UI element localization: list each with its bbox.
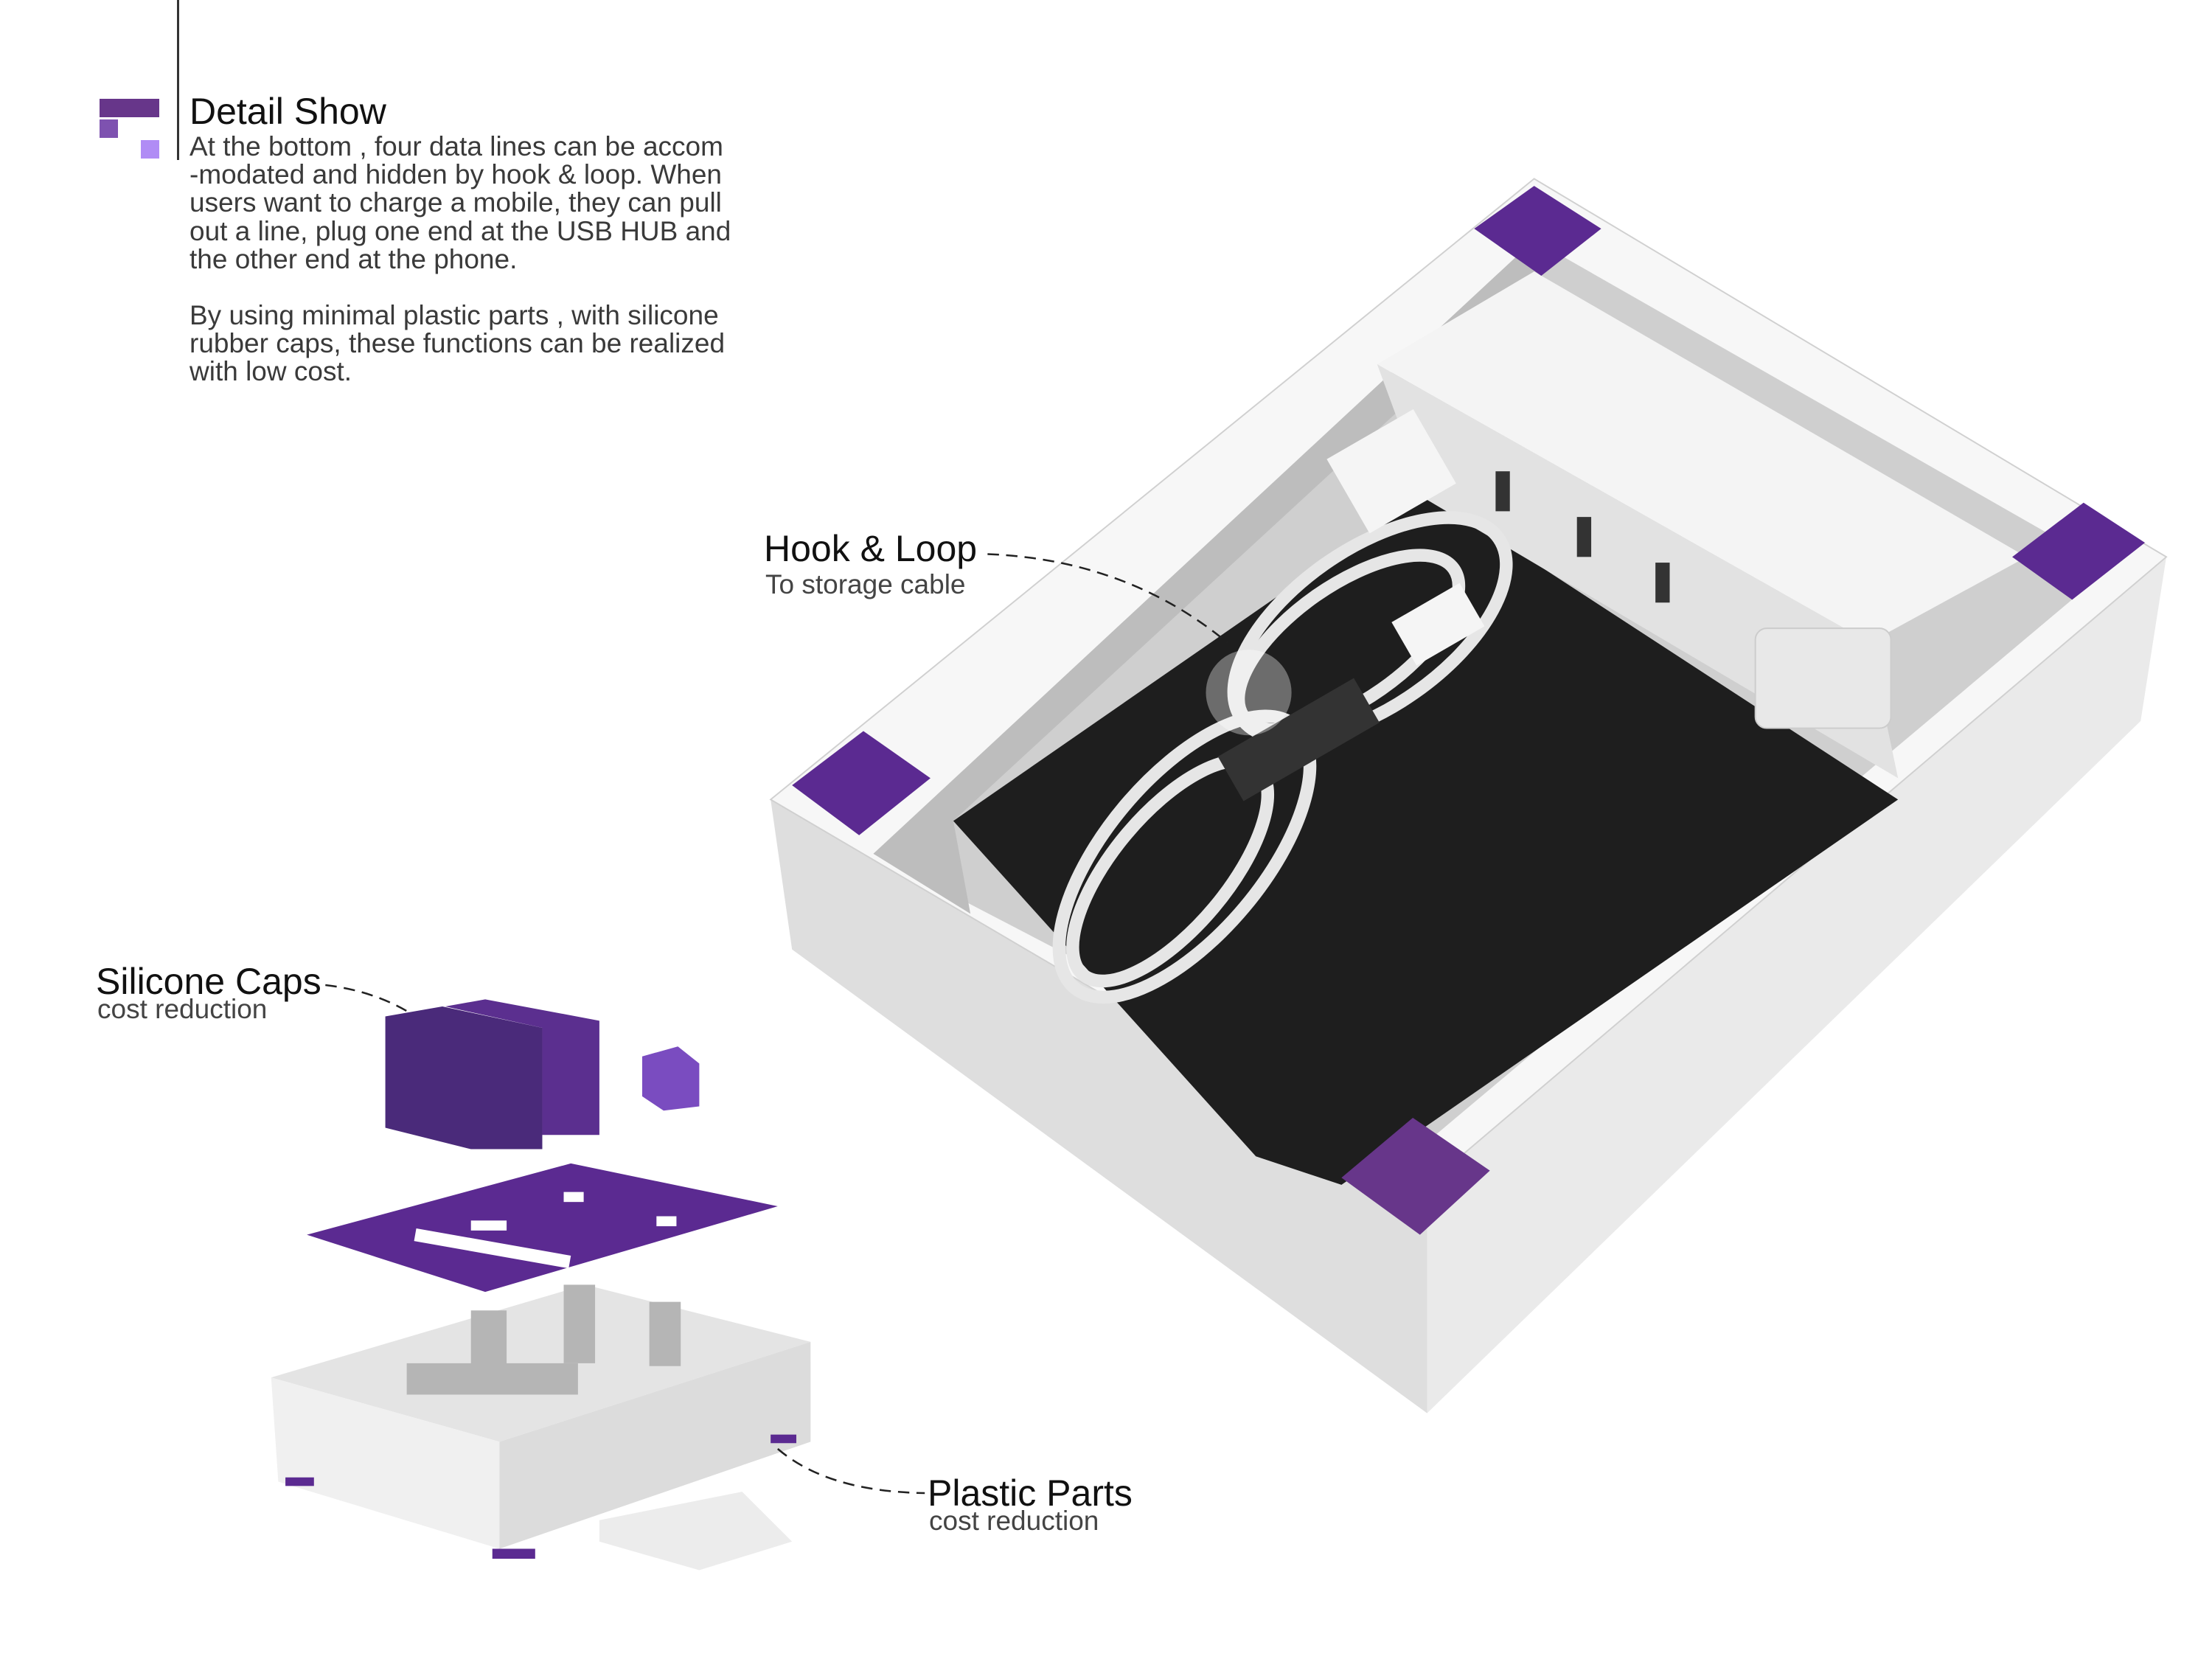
box-right-face	[1427, 557, 2167, 1413]
hook-loop-leader	[987, 553, 1228, 644]
plastic-base-left	[271, 1377, 500, 1549]
box-left-face	[771, 799, 1427, 1413]
silicone-caps-label: Silicone Caps	[96, 961, 321, 1002]
desc-line: users want to charge a mobile, they can …	[189, 187, 722, 218]
power-socket	[1754, 627, 1892, 729]
base-feet	[285, 1434, 796, 1559]
silicone-cap	[1474, 186, 1601, 276]
felt-mat	[953, 493, 1899, 1185]
silicone-cap	[792, 731, 931, 835]
plastic-parts-leader	[777, 1448, 925, 1495]
plastic-base-right	[499, 1341, 811, 1549]
exploded-view	[271, 999, 811, 1571]
mat-holes	[414, 1192, 677, 1269]
desc-line: By using minimal plastic parts , with si…	[189, 300, 719, 331]
desc-line: with low cost.	[189, 356, 352, 387]
usb-plug	[1326, 409, 1456, 534]
silicone-caps-sublabel: cost reduction	[97, 994, 268, 1024]
logo-block-mid	[100, 119, 118, 138]
plastic-parts-sublabel: cost reduction	[929, 1506, 1099, 1536]
usb-hub-box	[769, 178, 2168, 1413]
description: At the bottom , four data lines can be a…	[189, 131, 731, 387]
desc-line: rubber caps, these functions can be real…	[189, 328, 726, 359]
silicone-cap	[1341, 1117, 1490, 1235]
desc-line: out a line, plug one end at the USB HUB …	[189, 215, 731, 246]
hook-loop-strap	[1217, 678, 1380, 801]
logo-block-large	[100, 99, 159, 117]
usb-tray	[599, 1492, 793, 1571]
logo-block-small	[141, 140, 159, 159]
desc-line: the other end at the phone.	[189, 243, 518, 274]
plastic-parts-label: Plastic Parts	[928, 1472, 1133, 1514]
hook-loop-highlight	[1206, 650, 1292, 736]
hook-loop-sublabel: To storage cable	[765, 569, 966, 599]
purple-mat	[307, 1163, 778, 1293]
usb-ports	[1495, 471, 1670, 603]
silicone-caps-leader	[325, 984, 412, 1015]
cavity-left-wall	[873, 240, 1534, 914]
header-divider	[177, 0, 179, 160]
page-title: Detail Show	[189, 91, 386, 132]
silicone-cap-block	[445, 999, 599, 1135]
micro-usb-plug	[1391, 582, 1485, 666]
plastic-posts	[406, 1284, 681, 1395]
silicone-cap	[2012, 502, 2146, 600]
hook-loop-label: Hook & Loop	[764, 528, 978, 569]
hub-block-top	[1377, 271, 2027, 643]
desc-line: -modated and hidden by hook & loop. When	[189, 159, 722, 190]
silicone-cap-block	[385, 1006, 543, 1150]
callout-lines	[325, 553, 1228, 1495]
silicone-cap-small	[641, 1046, 700, 1111]
desc-line: At the bottom , four data lines can be a…	[189, 131, 723, 161]
